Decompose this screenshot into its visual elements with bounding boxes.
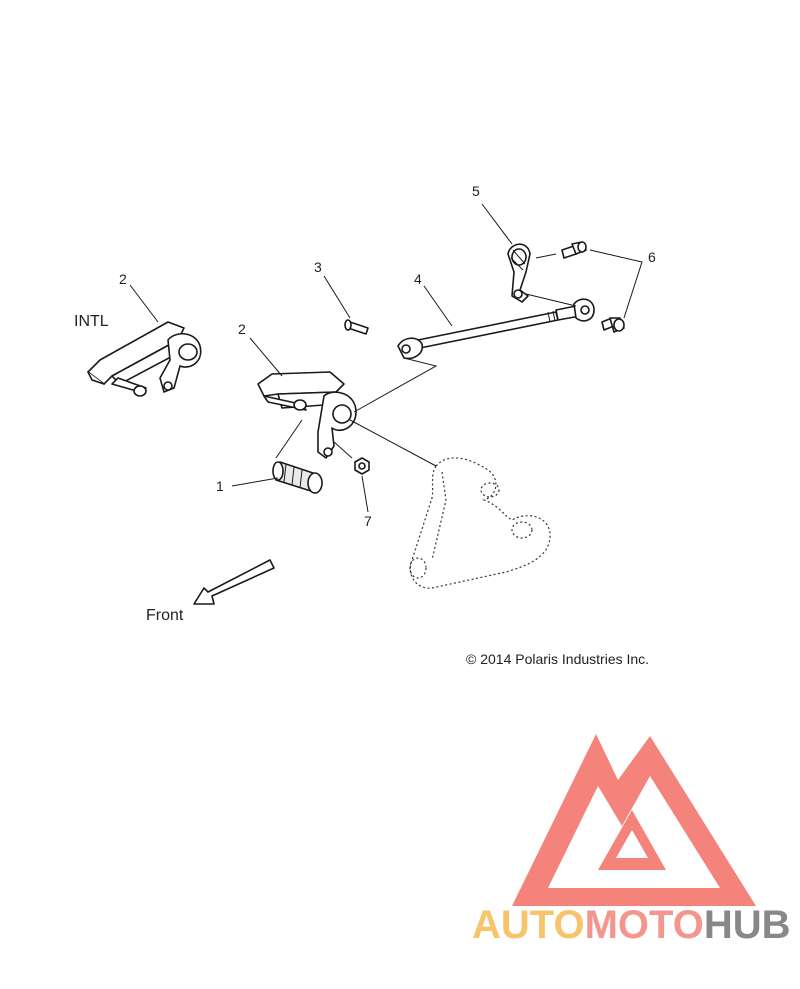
bolt-upper [561, 241, 587, 259]
logo-inner-mark-icon [598, 810, 666, 870]
callout-4: 4 [414, 271, 422, 287]
callout-1: 1 [216, 478, 224, 494]
leader-line-c1-peg [275, 419, 303, 459]
brand-part-moto: MOTO [585, 903, 704, 947]
leader-line-c2-intl [129, 284, 159, 323]
leader-line-c2 [249, 337, 283, 377]
leader-line-rod-lever [353, 357, 438, 413]
bolt-lower [601, 317, 625, 333]
intl-shift-lever [87, 321, 202, 397]
shift-peg-rubber [272, 461, 323, 494]
front-arrow-icon [193, 559, 275, 605]
leader-line-c5 [481, 203, 513, 245]
leader-line-c1 [231, 477, 279, 487]
front-label: Front [146, 607, 184, 624]
shift-lever [257, 371, 357, 459]
leader-line-c6 [589, 249, 643, 319]
mount-bracket-reference [409, 457, 551, 589]
shift-rod [397, 298, 595, 360]
callout-3: 3 [314, 259, 322, 275]
intl-label: INTL [74, 313, 109, 330]
leader-line-c7 [361, 475, 369, 513]
leader-line-c7-lever [333, 441, 353, 459]
callout-5: 5 [472, 183, 480, 199]
leader-line-bolt-arm [535, 253, 557, 259]
callout-2: 2 [238, 321, 246, 337]
leader-line-lever-bracket [349, 419, 437, 467]
leader-line-arm-rod [525, 293, 577, 307]
bolt-short [344, 319, 369, 335]
shift-arm [507, 243, 531, 303]
nut [354, 457, 370, 475]
callout-6: 6 [648, 249, 656, 265]
leader-line-c4 [423, 285, 453, 327]
logo-mark-icon [512, 734, 756, 906]
brand-part-hub: HUB [704, 903, 791, 947]
callout-7: 7 [364, 513, 372, 529]
leader-line-c3 [323, 275, 351, 319]
copyright-text: © 2014 Polaris Industries Inc. [466, 651, 649, 667]
watermark-logo [512, 734, 756, 906]
brand-part-auto: AUTO [472, 903, 585, 947]
callout-2-intl: 2 [119, 271, 127, 287]
watermark-brand: AUTOMOTOHUB [472, 903, 791, 947]
